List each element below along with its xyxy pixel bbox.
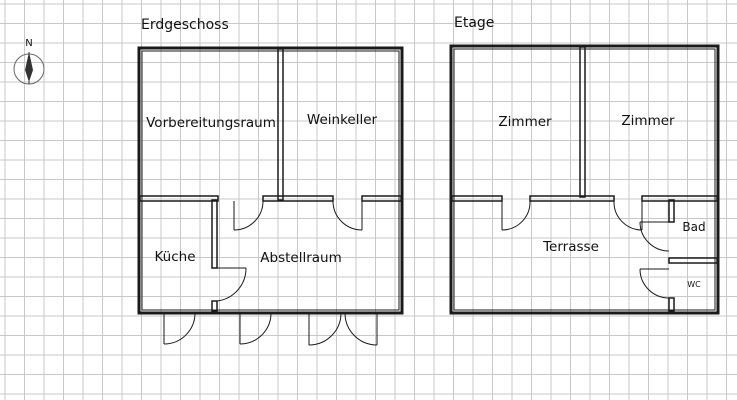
- room-label-kueche: Küche: [154, 249, 195, 265]
- room-label-zimmer-1: Zimmer: [498, 114, 552, 130]
- room-label-bad: Bad: [682, 220, 705, 234]
- room-label-abstellraum: Abstellraum: [260, 250, 341, 266]
- ground-floor-plan: [137, 46, 404, 346]
- room-label-vorbereitungsraum: Vorbereitungsraum: [146, 115, 276, 131]
- room-label-wc: WC: [687, 280, 701, 289]
- compass-north-label: N: [25, 38, 32, 49]
- room-label-terrasse: Terrasse: [542, 239, 599, 255]
- room-label-zimmer-2: Zimmer: [621, 113, 675, 129]
- north-compass-icon: N: [13, 38, 45, 85]
- ground-floor-title: Erdgeschoss: [141, 17, 229, 33]
- upper-floor-title: Etage: [454, 15, 494, 31]
- room-label-weinkeller: Weinkeller: [307, 112, 378, 128]
- upper-floor-plan: [449, 44, 720, 315]
